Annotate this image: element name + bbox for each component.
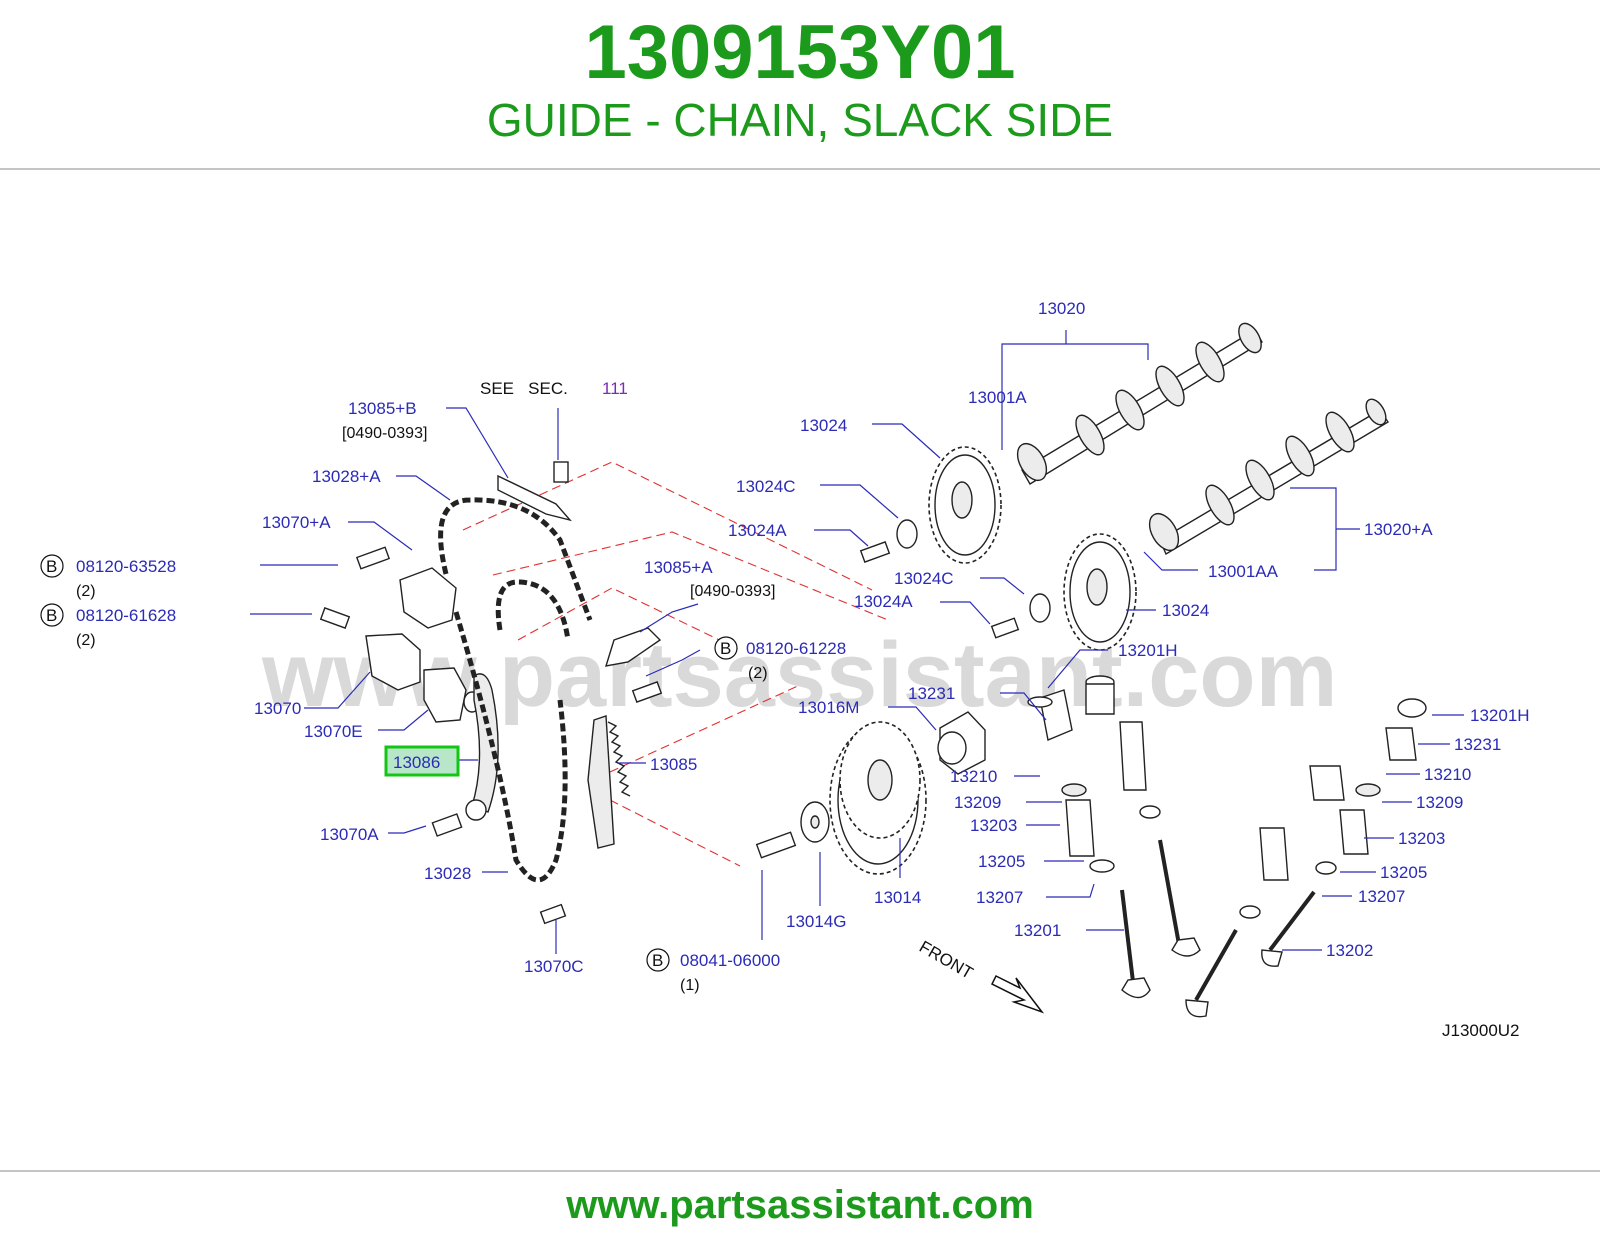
bolt-badges: B B B B — [40, 554, 738, 972]
washers — [800, 519, 1051, 843]
cam-sprocket-upper — [928, 446, 1002, 564]
page-header: 1309153Y01 GUIDE - CHAIN, SLACK SIDE — [0, 0, 1600, 170]
valve-train-left — [1027, 675, 1201, 999]
slack-side-guide — [465, 673, 499, 821]
assembly-dash-lines — [462, 461, 889, 867]
bolt-badge-2: B — [46, 606, 57, 625]
bolt-badge-1: B — [46, 557, 57, 576]
bolt-badge-3: B — [720, 639, 731, 658]
label-13085: 13085 — [650, 755, 697, 774]
label-bolt-08120-61228-qty: (2) — [748, 665, 768, 682]
label-13085A: 13085+A — [644, 558, 713, 577]
bolts — [319, 461, 1020, 925]
timing-chain — [438, 497, 593, 883]
label-13207-right: 13207 — [1358, 887, 1405, 906]
highlight-box — [384, 745, 460, 777]
label-13024A-top: 13024A — [728, 521, 787, 540]
label-13024-mid: 13024 — [1162, 601, 1209, 620]
label-13070C: 13070C — [524, 957, 584, 976]
label-13020A: 13020+A — [1364, 520, 1433, 539]
label-bolt-08120-61628: 08120-61628 — [76, 606, 176, 625]
label-13070: 13070 — [254, 699, 301, 718]
label-13203-left: 13203 — [970, 816, 1017, 835]
crank-sprocket — [829, 721, 927, 875]
label-13070A: 13070A — [320, 825, 379, 844]
label-13231-right: 13231 — [1454, 735, 1501, 754]
label-13024C-mid: 13024C — [894, 569, 954, 588]
label-bolt-08120-61628-qty: (2) — [76, 632, 96, 649]
label-13209-left: 13209 — [954, 793, 1001, 812]
front-label: FRONT — [916, 937, 976, 983]
label-13016M: 13016M — [798, 698, 859, 717]
see-sec-label: SEE SEC. — [480, 379, 568, 398]
label-13201-left: 13201 — [1014, 921, 1061, 940]
bolt-badge-4: B — [652, 951, 663, 970]
label-bolt-08120-63528-qty: (2) — [76, 583, 96, 600]
part-description: GUIDE - CHAIN, SLACK SIDE — [486, 94, 1114, 146]
see-sec-number: 111 — [602, 379, 628, 398]
valve-train-right — [1185, 698, 1427, 1018]
label-13209-right: 13209 — [1416, 793, 1463, 812]
label-bolt-08041-06000: 08041-06000 — [680, 951, 780, 970]
front-indicator: FRONT — [916, 937, 1045, 1014]
cam-sprocket-lower — [1063, 533, 1137, 651]
label-13070E: 13070E — [304, 722, 363, 741]
label-13210-left: 13210 — [950, 767, 997, 786]
callout-labels: 13020 13001A 13024 13024C 13024A 13020+A… — [76, 299, 1530, 1040]
label-13024A-mid: 13024A — [854, 592, 913, 611]
label-13210-right: 13210 — [1424, 765, 1471, 784]
label-13207-left: 13207 — [976, 888, 1023, 907]
label-13201H-top: 13201H — [1118, 641, 1178, 660]
part-number: 1309153Y01 — [584, 10, 1016, 95]
header-divider — [0, 168, 1600, 170]
tensioner-assembly — [365, 567, 481, 723]
label-13020: 13020 — [1038, 299, 1085, 318]
upper-guide-brackets — [497, 474, 662, 667]
label-13014G: 13014G — [786, 912, 847, 931]
diagram-code: J13000U2 — [1442, 1021, 1520, 1040]
footer-url[interactable]: www.partsassistant.com — [566, 1183, 1034, 1227]
camshaft-upper — [1016, 322, 1263, 485]
tension-side-guide — [587, 715, 631, 849]
label-13086: 13086 — [393, 753, 440, 772]
label-13085B-range: [0490-0393] — [342, 425, 427, 442]
label-13205-left: 13205 — [978, 852, 1025, 871]
leader-lines — [250, 330, 1464, 954]
label-bolt-08120-61228: 08120-61228 — [746, 639, 846, 658]
label-13024-top: 13024 — [800, 416, 847, 435]
label-13014: 13014 — [874, 888, 921, 907]
label-13203-right: 13203 — [1398, 829, 1445, 848]
label-bolt-08120-63528: 08120-63528 — [76, 557, 176, 576]
label-13001AA: 13001AA — [1208, 562, 1279, 581]
label-13205-right: 13205 — [1380, 863, 1427, 882]
label-bolt-08041-06000-qty: (1) — [680, 977, 700, 994]
label-13085B: 13085+B — [348, 399, 417, 418]
camshaft-lower — [1148, 398, 1389, 556]
label-13001A: 13001A — [968, 388, 1027, 407]
label-13024C-top: 13024C — [736, 477, 796, 496]
label-13202: 13202 — [1326, 941, 1373, 960]
footer-divider — [0, 1170, 1600, 1172]
label-13028A: 13028+A — [312, 467, 381, 486]
label-13070A-plus: 13070+A — [262, 513, 331, 532]
label-13231-top: 13231 — [908, 684, 955, 703]
label-13201H-right: 13201H — [1470, 706, 1530, 725]
label-13028: 13028 — [424, 864, 471, 883]
label-13085A-range: [0490-0393] — [690, 583, 775, 600]
